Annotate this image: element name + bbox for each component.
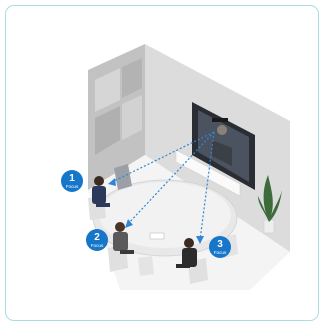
badge-label: Focus bbox=[66, 184, 79, 189]
badge-label: Focus bbox=[91, 243, 104, 248]
table-top-highlight bbox=[99, 182, 231, 248]
wall-pattern bbox=[122, 58, 142, 98]
media-console bbox=[175, 149, 241, 197]
badge-circle bbox=[86, 229, 108, 251]
participant-2 bbox=[108, 222, 134, 272]
plant-leaves bbox=[258, 175, 282, 222]
focus-badge-2: 2 Focus bbox=[86, 229, 108, 251]
badge-number: 1 bbox=[69, 173, 75, 184]
focus-badge-3: 3 Focus bbox=[209, 236, 231, 258]
camera-bar bbox=[212, 118, 228, 122]
screen-person-body bbox=[212, 140, 232, 166]
badge-number: 2 bbox=[94, 232, 100, 243]
screen-person-head bbox=[217, 125, 227, 135]
wall-pattern bbox=[95, 68, 120, 112]
wall-pattern bbox=[95, 106, 120, 155]
participant-1 bbox=[88, 176, 110, 220]
tracking-arrows bbox=[109, 131, 215, 241]
arrowheads bbox=[108, 178, 204, 244]
badge-circle bbox=[209, 236, 231, 258]
participant-3 bbox=[176, 238, 208, 284]
badge-circle bbox=[61, 170, 83, 192]
wall-pattern bbox=[122, 95, 142, 140]
focus-badge-1: 1 Focus bbox=[61, 170, 83, 192]
badge-number: 3 bbox=[217, 239, 223, 250]
chair bbox=[138, 256, 154, 276]
badge-label: Focus bbox=[214, 250, 227, 255]
tabletop-device bbox=[149, 232, 165, 240]
